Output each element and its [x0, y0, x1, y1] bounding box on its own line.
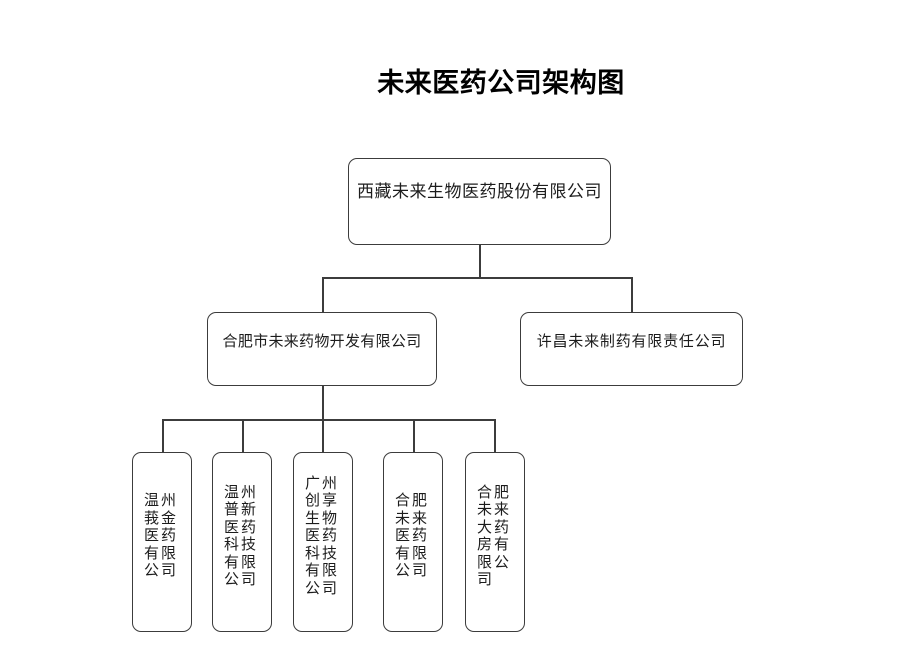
- company-name-hefei-future-pharma: 合肥未来医药有限公司: [395, 493, 430, 580]
- company-box-wenzhou-ejin: 温州莪金医药有限公司: [132, 452, 192, 632]
- connector-level3-drop-2: [242, 419, 244, 452]
- company-name-wenzhou-puxin: 温州普新医药科技有限公司: [224, 484, 259, 589]
- connector-level3-drop-5: [494, 419, 496, 452]
- company-name-root: 西藏未来生物医药股份有限公司: [357, 182, 602, 201]
- company-name-guangzhou-chuangxiang: 广州创享生物医药科技有限公司: [305, 475, 340, 597]
- connector-level3-drop-4: [413, 419, 415, 452]
- connector-level3-drop-3: [322, 419, 324, 452]
- company-name-hefei-future-pharmacy: 合肥未来大药房有限公司: [477, 484, 512, 589]
- connector-level2-right-drop: [631, 277, 633, 312]
- company-box-hefei-future-pharmacy: 合肥未来大药房有限公司: [465, 452, 525, 632]
- connector-level3-drop-1: [162, 419, 164, 452]
- connector-level2-left-drop: [322, 277, 324, 312]
- company-box-root: 西藏未来生物医药股份有限公司: [348, 158, 611, 245]
- company-name-wenzhou-ejin: 温州莪金医药有限公司: [144, 493, 179, 580]
- company-name-hefei-drug-development: 合肥市未来药物开发有限公司: [222, 334, 422, 350]
- connector-level2-horizontal: [322, 277, 632, 279]
- company-box-xuchang-pharma: 许昌未来制药有限责任公司: [520, 312, 743, 386]
- company-name-xuchang-pharma: 许昌未来制药有限责任公司: [536, 334, 727, 350]
- connector-level3-stem: [322, 386, 324, 419]
- connector-level3-horizontal: [162, 419, 494, 421]
- company-box-hefei-drug-development: 合肥市未来药物开发有限公司: [207, 312, 437, 386]
- company-box-wenzhou-puxin: 温州普新医药科技有限公司: [212, 452, 272, 632]
- company-box-hefei-future-pharma: 合肥未来医药有限公司: [383, 452, 443, 632]
- page-title: 未来医药公司架构图: [377, 68, 625, 98]
- connector-root-down: [479, 245, 481, 277]
- company-box-guangzhou-chuangxiang: 广州创享生物医药科技有限公司: [293, 452, 353, 632]
